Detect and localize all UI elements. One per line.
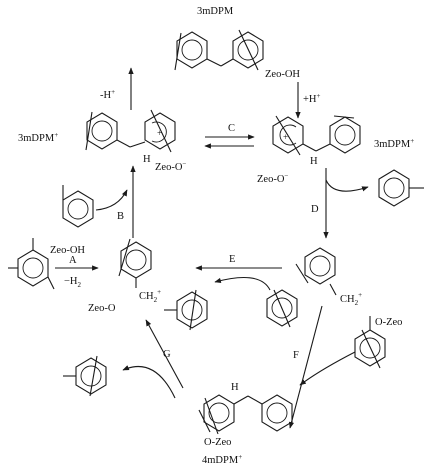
step-b-toluene-structure — [62, 185, 94, 228]
left-h-label: H — [143, 154, 151, 165]
central-ch2-label: CH2+ — [139, 288, 161, 304]
step-e-release-arrow — [214, 277, 271, 291]
left-ring-charge: + — [157, 128, 162, 138]
bottom-cation-label: 4mDPM+ — [202, 453, 242, 466]
zeo-oh-top-label: Zeo-OH — [265, 69, 300, 80]
bottom-o-zeo-label: O-Zeo — [204, 437, 231, 448]
bottom-cation-structure — [198, 394, 293, 435]
released-toluene-structure — [378, 169, 424, 207]
step-c-label: C — [228, 123, 235, 134]
bottom-h-label: H — [231, 382, 239, 393]
step-e-label: E — [229, 254, 235, 265]
plus-h-plus-label: +H+ — [303, 92, 321, 105]
step-d-label: D — [311, 204, 319, 215]
right-zeo-o-label: Zeo-O− — [257, 172, 288, 185]
step-f-arrow — [288, 305, 323, 429]
step-b-label: B — [117, 211, 124, 222]
step-b-toluene-arrow — [95, 189, 128, 211]
left-cation-structure — [85, 109, 176, 153]
right-benzyl-intermediate-structure — [295, 247, 337, 296]
left-cation-label: 3mDPM+ — [18, 131, 58, 144]
top-product-structure — [174, 29, 264, 71]
minus-h2-label: −H2 — [64, 276, 82, 289]
step-e-released-xylene-structure — [164, 289, 208, 331]
step-g-label: G — [163, 349, 171, 360]
right-ring-charge: + — [283, 132, 288, 142]
central-benzyl-cation-structure — [118, 238, 152, 288]
step-a-label: A — [69, 255, 77, 266]
right-cation-label: 3mDPM+ — [374, 137, 414, 150]
zeo-oh-left-label: Zeo-OH — [50, 245, 85, 256]
top-product-label: 3mDPM — [197, 6, 234, 17]
step-g-arrow — [145, 319, 184, 389]
toluene-release-arrow — [325, 179, 369, 192]
step-a-xylene-structure — [8, 238, 55, 290]
right-cation-structure — [272, 115, 361, 156]
central-zeo-o-label: Zeo-O — [88, 303, 116, 314]
minus-h-plus-label: -H+ — [100, 88, 115, 101]
step-g-released-xylene-structure — [63, 355, 107, 397]
right-ch2-label: CH2+ — [340, 291, 362, 307]
step-e-xylene-reactant-structure — [266, 289, 298, 328]
right-h-label: H — [310, 156, 318, 167]
step-f-label: F — [293, 350, 299, 361]
step-f-incoming-arrow — [299, 351, 356, 386]
step-g-release-arrow — [122, 365, 176, 399]
right-o-zeo-label: O-Zeo — [375, 317, 402, 328]
step-f-xylene-structure — [354, 316, 386, 369]
left-zeo-o-label: Zeo-O− — [155, 160, 186, 173]
